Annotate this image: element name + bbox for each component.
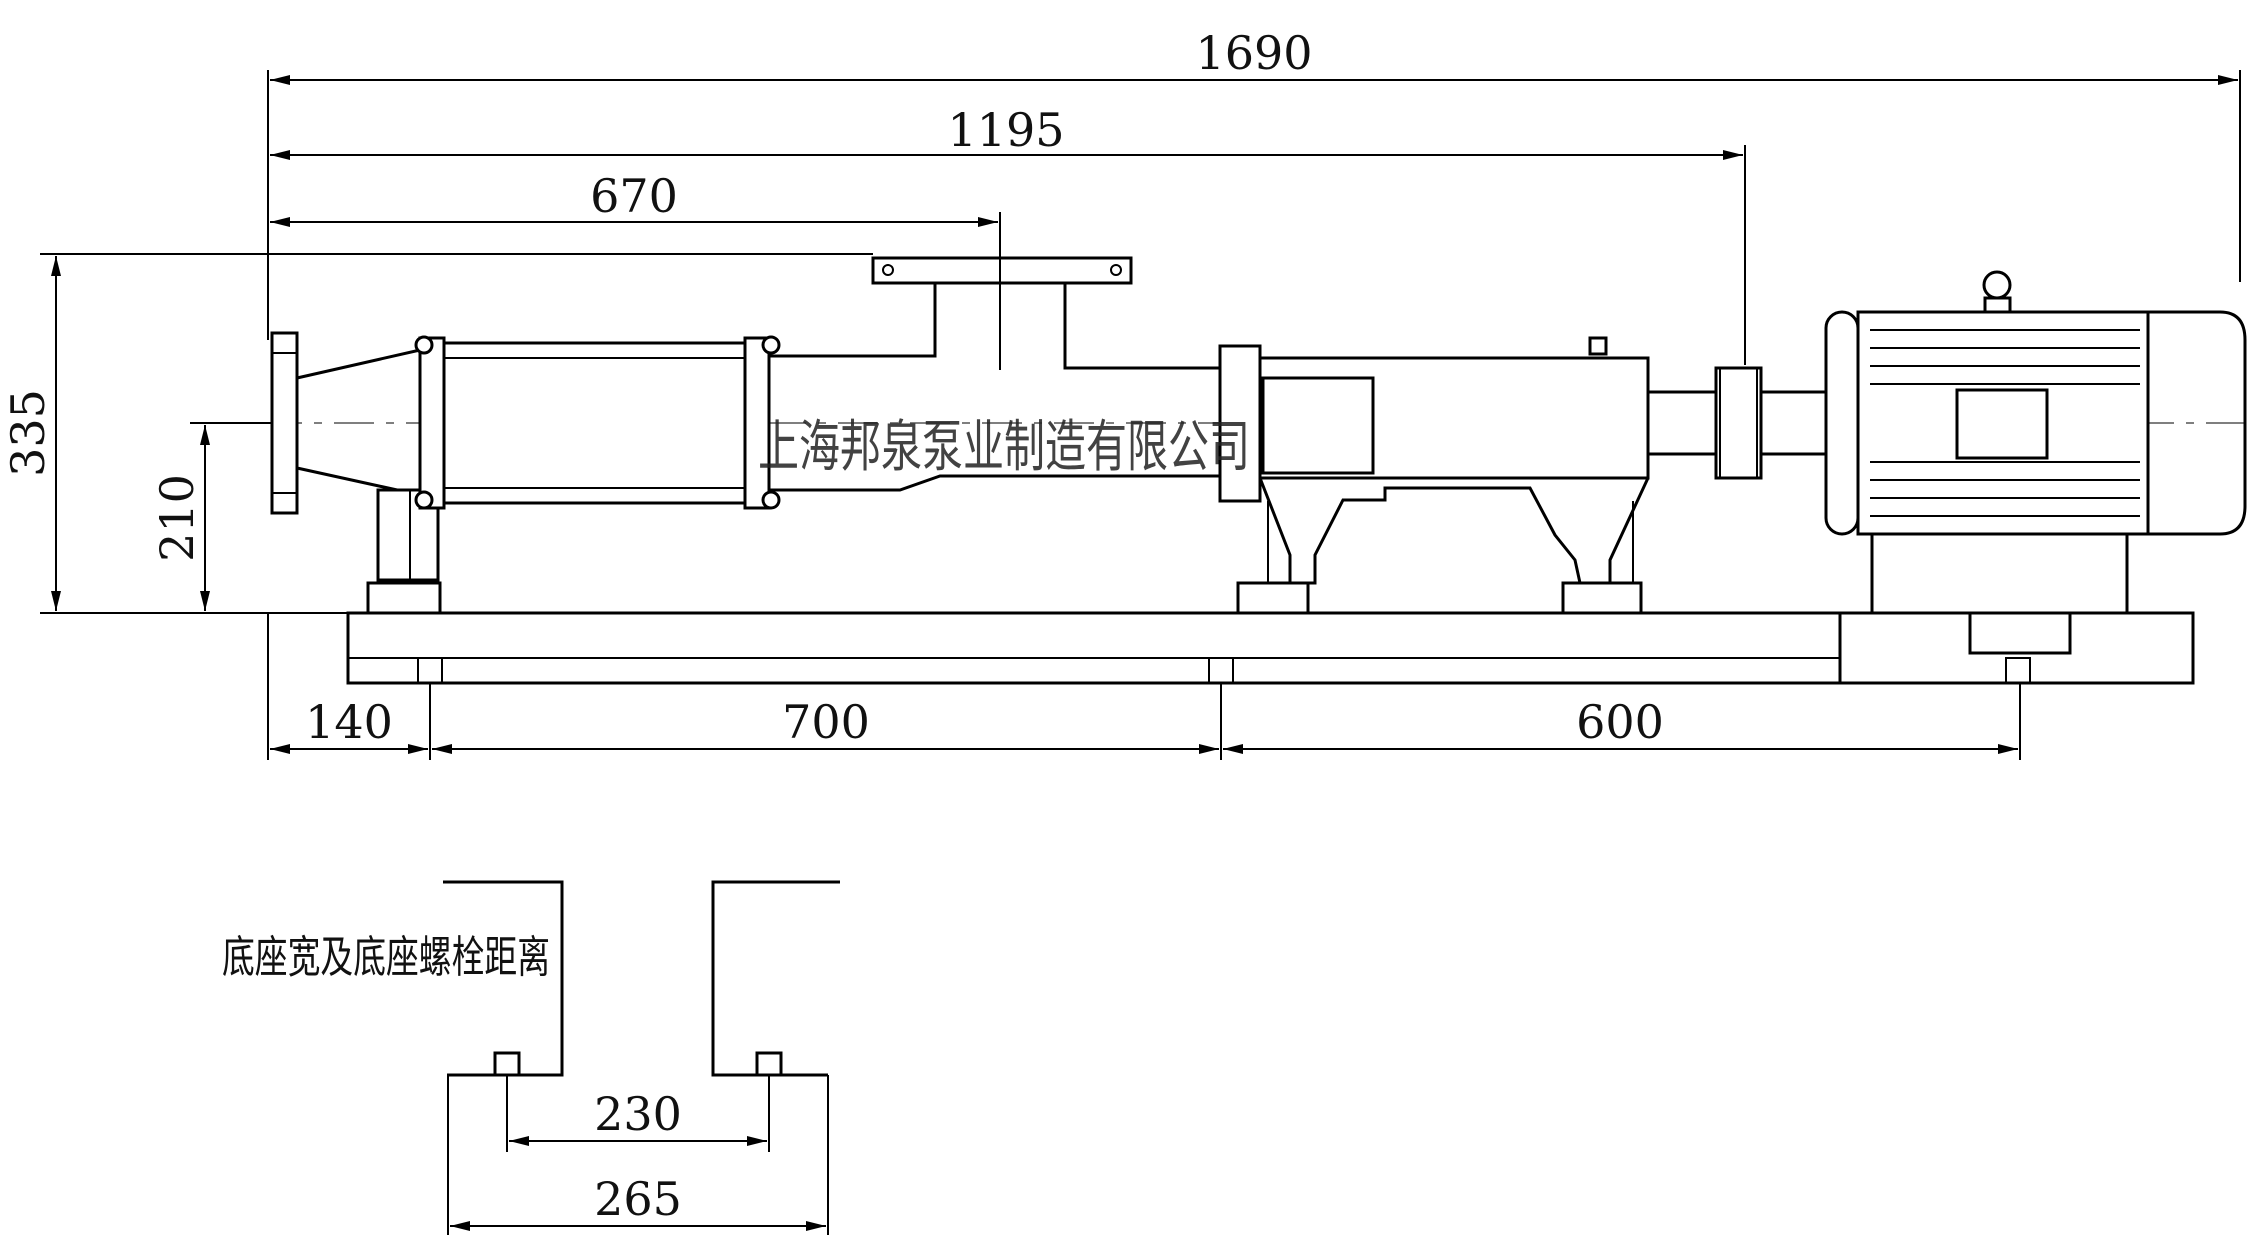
dim-label-bolt-middle: 700 [782, 695, 870, 749]
motor [1824, 270, 2247, 655]
stator-housing [414, 335, 781, 510]
base-width-detail: 底座宽及底座螺栓距离 230 265 [222, 880, 840, 1235]
coupling [1646, 366, 1828, 480]
bearing-housing [1218, 336, 1650, 615]
inlet-flange [270, 331, 422, 515]
dim-to-coupling: 1195 [270, 103, 1746, 365]
base-frame [346, 611, 2195, 685]
base-width-caption: 底座宽及底座螺栓距离 [222, 932, 550, 983]
dim-label-bolt-right: 600 [1576, 695, 1664, 749]
company-watermark: 上海邦泉泵业制造有限公司 [758, 415, 1250, 480]
dim-bolt-spacing: 140 700 600 [267, 613, 2021, 760]
dim-label-height-center: 210 [150, 474, 204, 562]
dim-label-to-coupling: 1195 [947, 103, 1064, 157]
dim-label-to-outlet: 670 [590, 169, 678, 223]
dim-height-center: 210 [150, 422, 272, 611]
dim-overall-length: 1690 [267, 26, 2241, 340]
dim-to-outlet: 670 [270, 169, 1001, 370]
dim-label-overall-length: 1690 [1195, 26, 1312, 80]
dim-label-bolt-left: 140 [305, 695, 393, 749]
dim-label-base-width: 265 [594, 1172, 682, 1226]
dim-label-height-total: 335 [1, 389, 55, 477]
dim-label-bolt-spacing-width: 230 [594, 1087, 682, 1141]
dim-height-total: 335 [1, 253, 873, 614]
